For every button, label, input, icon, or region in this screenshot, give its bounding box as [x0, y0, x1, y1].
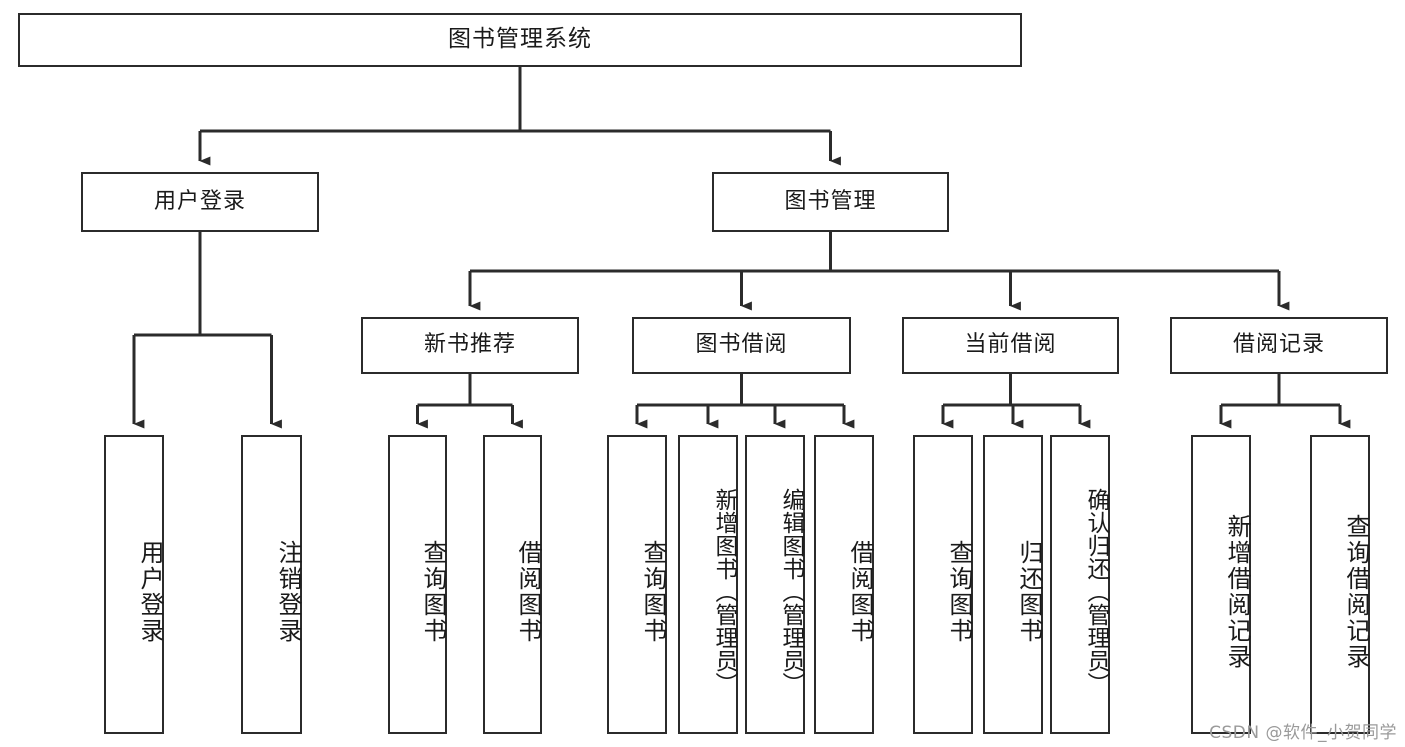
- node-leaf-user-login[interactable]: 用户登录: [104, 435, 164, 734]
- node-leaf-query-book-1[interactable]: 查询图书: [388, 435, 447, 734]
- node-leaf-borrow-book-2[interactable]: 借阅图书: [814, 435, 874, 734]
- node-leaf-borrow-book-1[interactable]: 借阅图书: [483, 435, 542, 734]
- node-label: 编辑图书（管理员）: [778, 488, 804, 695]
- csdn-watermark: CSDN @软件_小贺同学: [1209, 723, 1397, 743]
- node-leaf-confirm-return[interactable]: 确认归还（管理员）: [1050, 435, 1110, 734]
- node-label: 查询图书: [419, 539, 447, 644]
- node-book-manage[interactable]: 图书管理: [712, 172, 949, 232]
- node-label: 新书推荐: [423, 332, 516, 358]
- node-user-login[interactable]: 用户登录: [81, 172, 319, 232]
- node-leaf-edit-book[interactable]: 编辑图书（管理员）: [745, 435, 805, 734]
- node-label: 图书管理: [784, 188, 877, 214]
- node-label: 新增借阅记录: [1223, 513, 1251, 670]
- node-label: 用户登录: [136, 539, 164, 644]
- node-label: 借阅图书: [514, 539, 542, 644]
- node-new-book-rec[interactable]: 新书推荐: [361, 317, 579, 374]
- node-root[interactable]: 图书管理系统: [18, 13, 1022, 67]
- node-leaf-query-book-3[interactable]: 查询图书: [913, 435, 973, 734]
- node-leaf-add-book[interactable]: 新增图书（管理员）: [678, 435, 738, 734]
- node-leaf-query-record[interactable]: 查询借阅记录: [1310, 435, 1370, 734]
- node-label: 当前借阅: [964, 332, 1057, 358]
- node-current-borrow[interactable]: 当前借阅: [902, 317, 1119, 374]
- node-leaf-query-book-2[interactable]: 查询图书: [607, 435, 667, 734]
- node-label: 查询图书: [639, 539, 667, 644]
- node-leaf-add-record[interactable]: 新增借阅记录: [1191, 435, 1251, 734]
- node-label: 归还图书: [1015, 539, 1043, 644]
- node-label: 查询借阅记录: [1342, 513, 1370, 670]
- node-label: 图书管理系统: [448, 26, 592, 53]
- node-label: 借阅图书: [846, 539, 874, 644]
- node-label: 用户登录: [153, 188, 246, 214]
- node-label: 新增图书（管理员）: [711, 488, 737, 695]
- node-leaf-return-book[interactable]: 归还图书: [983, 435, 1043, 734]
- node-label: 查询图书: [945, 539, 973, 644]
- node-label: 图书借阅: [695, 332, 788, 358]
- node-label: 注销登录: [274, 539, 302, 644]
- node-leaf-user-logout[interactable]: 注销登录: [241, 435, 302, 734]
- node-label: 确认归还（管理员）: [1083, 488, 1109, 695]
- node-borrow-record[interactable]: 借阅记录: [1170, 317, 1388, 374]
- node-book-borrow[interactable]: 图书借阅: [632, 317, 851, 374]
- node-label: 借阅记录: [1232, 332, 1325, 358]
